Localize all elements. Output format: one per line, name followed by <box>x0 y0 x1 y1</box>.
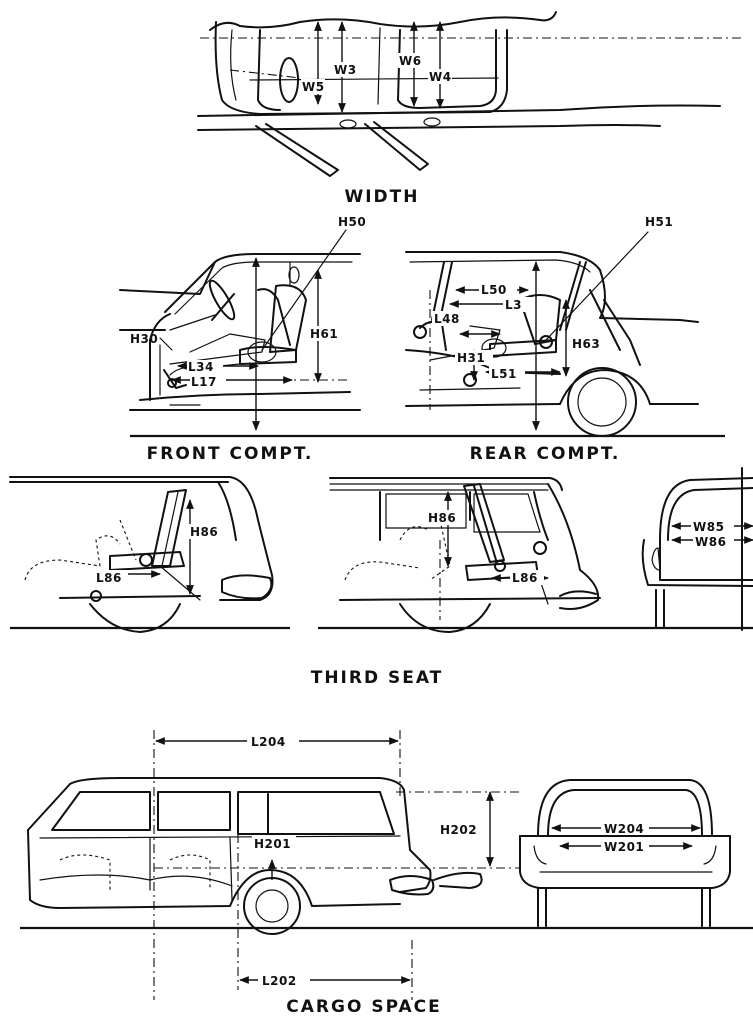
width-section: W5 W3 W6 W4 WIDTH <box>197 11 745 207</box>
h201-label-bg <box>252 836 296 851</box>
label-l48: L48 <box>434 312 460 326</box>
cargo-space-section: L204 H202 H201 L202 W204 W201 CARGO SPAC… <box>20 730 753 1017</box>
l17-label-bg <box>190 375 226 389</box>
h61-label-bg <box>309 326 343 341</box>
w201-label-bg <box>601 839 649 853</box>
h86-mid-label-bg <box>426 510 462 525</box>
label-h50: H50 <box>338 215 366 229</box>
l86-mid-label-bg <box>510 570 544 585</box>
label-h30: H30 <box>130 332 158 346</box>
cargo-rear-drawing <box>519 779 731 927</box>
caption-front-compt: FRONT COMPT. <box>147 444 314 464</box>
label-h61: H61 <box>310 327 338 341</box>
l48-label-bg <box>432 311 468 326</box>
caption-rear-compt: REAR COMPT. <box>470 444 621 464</box>
label-w4: W4 <box>429 70 452 84</box>
label-l34: L34 <box>188 360 214 374</box>
label-w85: W85 <box>693 520 724 534</box>
rear-compartment-drawing <box>405 231 699 437</box>
w6-label-bg <box>398 53 422 68</box>
label-l202: L202 <box>262 974 297 988</box>
label-h202: H202 <box>440 823 477 837</box>
label-l86-mid: L86 <box>512 571 538 585</box>
caption-third-seat: THIRD SEAT <box>311 668 444 688</box>
l51-label-bg <box>489 366 525 381</box>
third-seat-left-drawing <box>9 476 274 633</box>
l34-label-bg <box>187 360 223 374</box>
label-h51: H51 <box>645 215 673 229</box>
label-l3: L3 <box>505 298 522 312</box>
label-h86-mid: H86 <box>428 511 456 525</box>
third-seat-middle-drawing <box>329 477 601 633</box>
label-h63: H63 <box>572 337 600 351</box>
label-w86: W86 <box>695 535 726 549</box>
h31-label-bg <box>455 350 493 365</box>
w3-label-bg <box>333 62 357 77</box>
w86-label-bg <box>693 534 733 548</box>
w5-label-bg <box>301 79 325 94</box>
label-w204: W204 <box>604 822 644 836</box>
cargo-side-drawing <box>27 730 520 1000</box>
third-seat-section: H86 L86 <box>9 467 753 688</box>
l50-label-bg <box>479 282 517 297</box>
label-w201: W201 <box>604 840 644 854</box>
l202-label-bg <box>258 972 310 988</box>
label-w5: W5 <box>302 80 325 94</box>
label-w6: W6 <box>399 54 422 68</box>
label-l17: L17 <box>191 375 217 389</box>
third-seat-rear-drawing <box>641 467 753 631</box>
l3-label-bg <box>503 297 531 312</box>
front-compartment-drawing <box>119 229 361 431</box>
l204-label-bg <box>247 733 299 749</box>
label-w3: W3 <box>334 63 357 77</box>
l86-left-label-bg <box>94 570 128 585</box>
w204-label-bg <box>601 821 649 835</box>
caption-cargo-space: CARGO SPACE <box>286 997 441 1017</box>
w85-label-bg <box>691 519 731 533</box>
label-l204: L204 <box>251 735 286 749</box>
label-h86-left: H86 <box>190 525 218 539</box>
h63-label-bg <box>570 336 606 351</box>
label-l51: L51 <box>491 367 517 381</box>
label-l86-left: L86 <box>96 571 122 585</box>
label-l50: L50 <box>481 283 507 297</box>
label-h31: H31 <box>457 351 485 365</box>
label-h201: H201 <box>254 837 291 851</box>
rear-compartment-section: H51 L50 L3 L48 H31 L51 H63 <box>405 215 699 437</box>
front-compartment-section: H50 H30 H61 L34 L17 <box>119 215 366 431</box>
width-body-drawing <box>197 11 745 177</box>
caption-width: WIDTH <box>344 187 419 207</box>
h86-left-label-bg <box>188 524 224 539</box>
w4-label-bg <box>428 69 452 84</box>
